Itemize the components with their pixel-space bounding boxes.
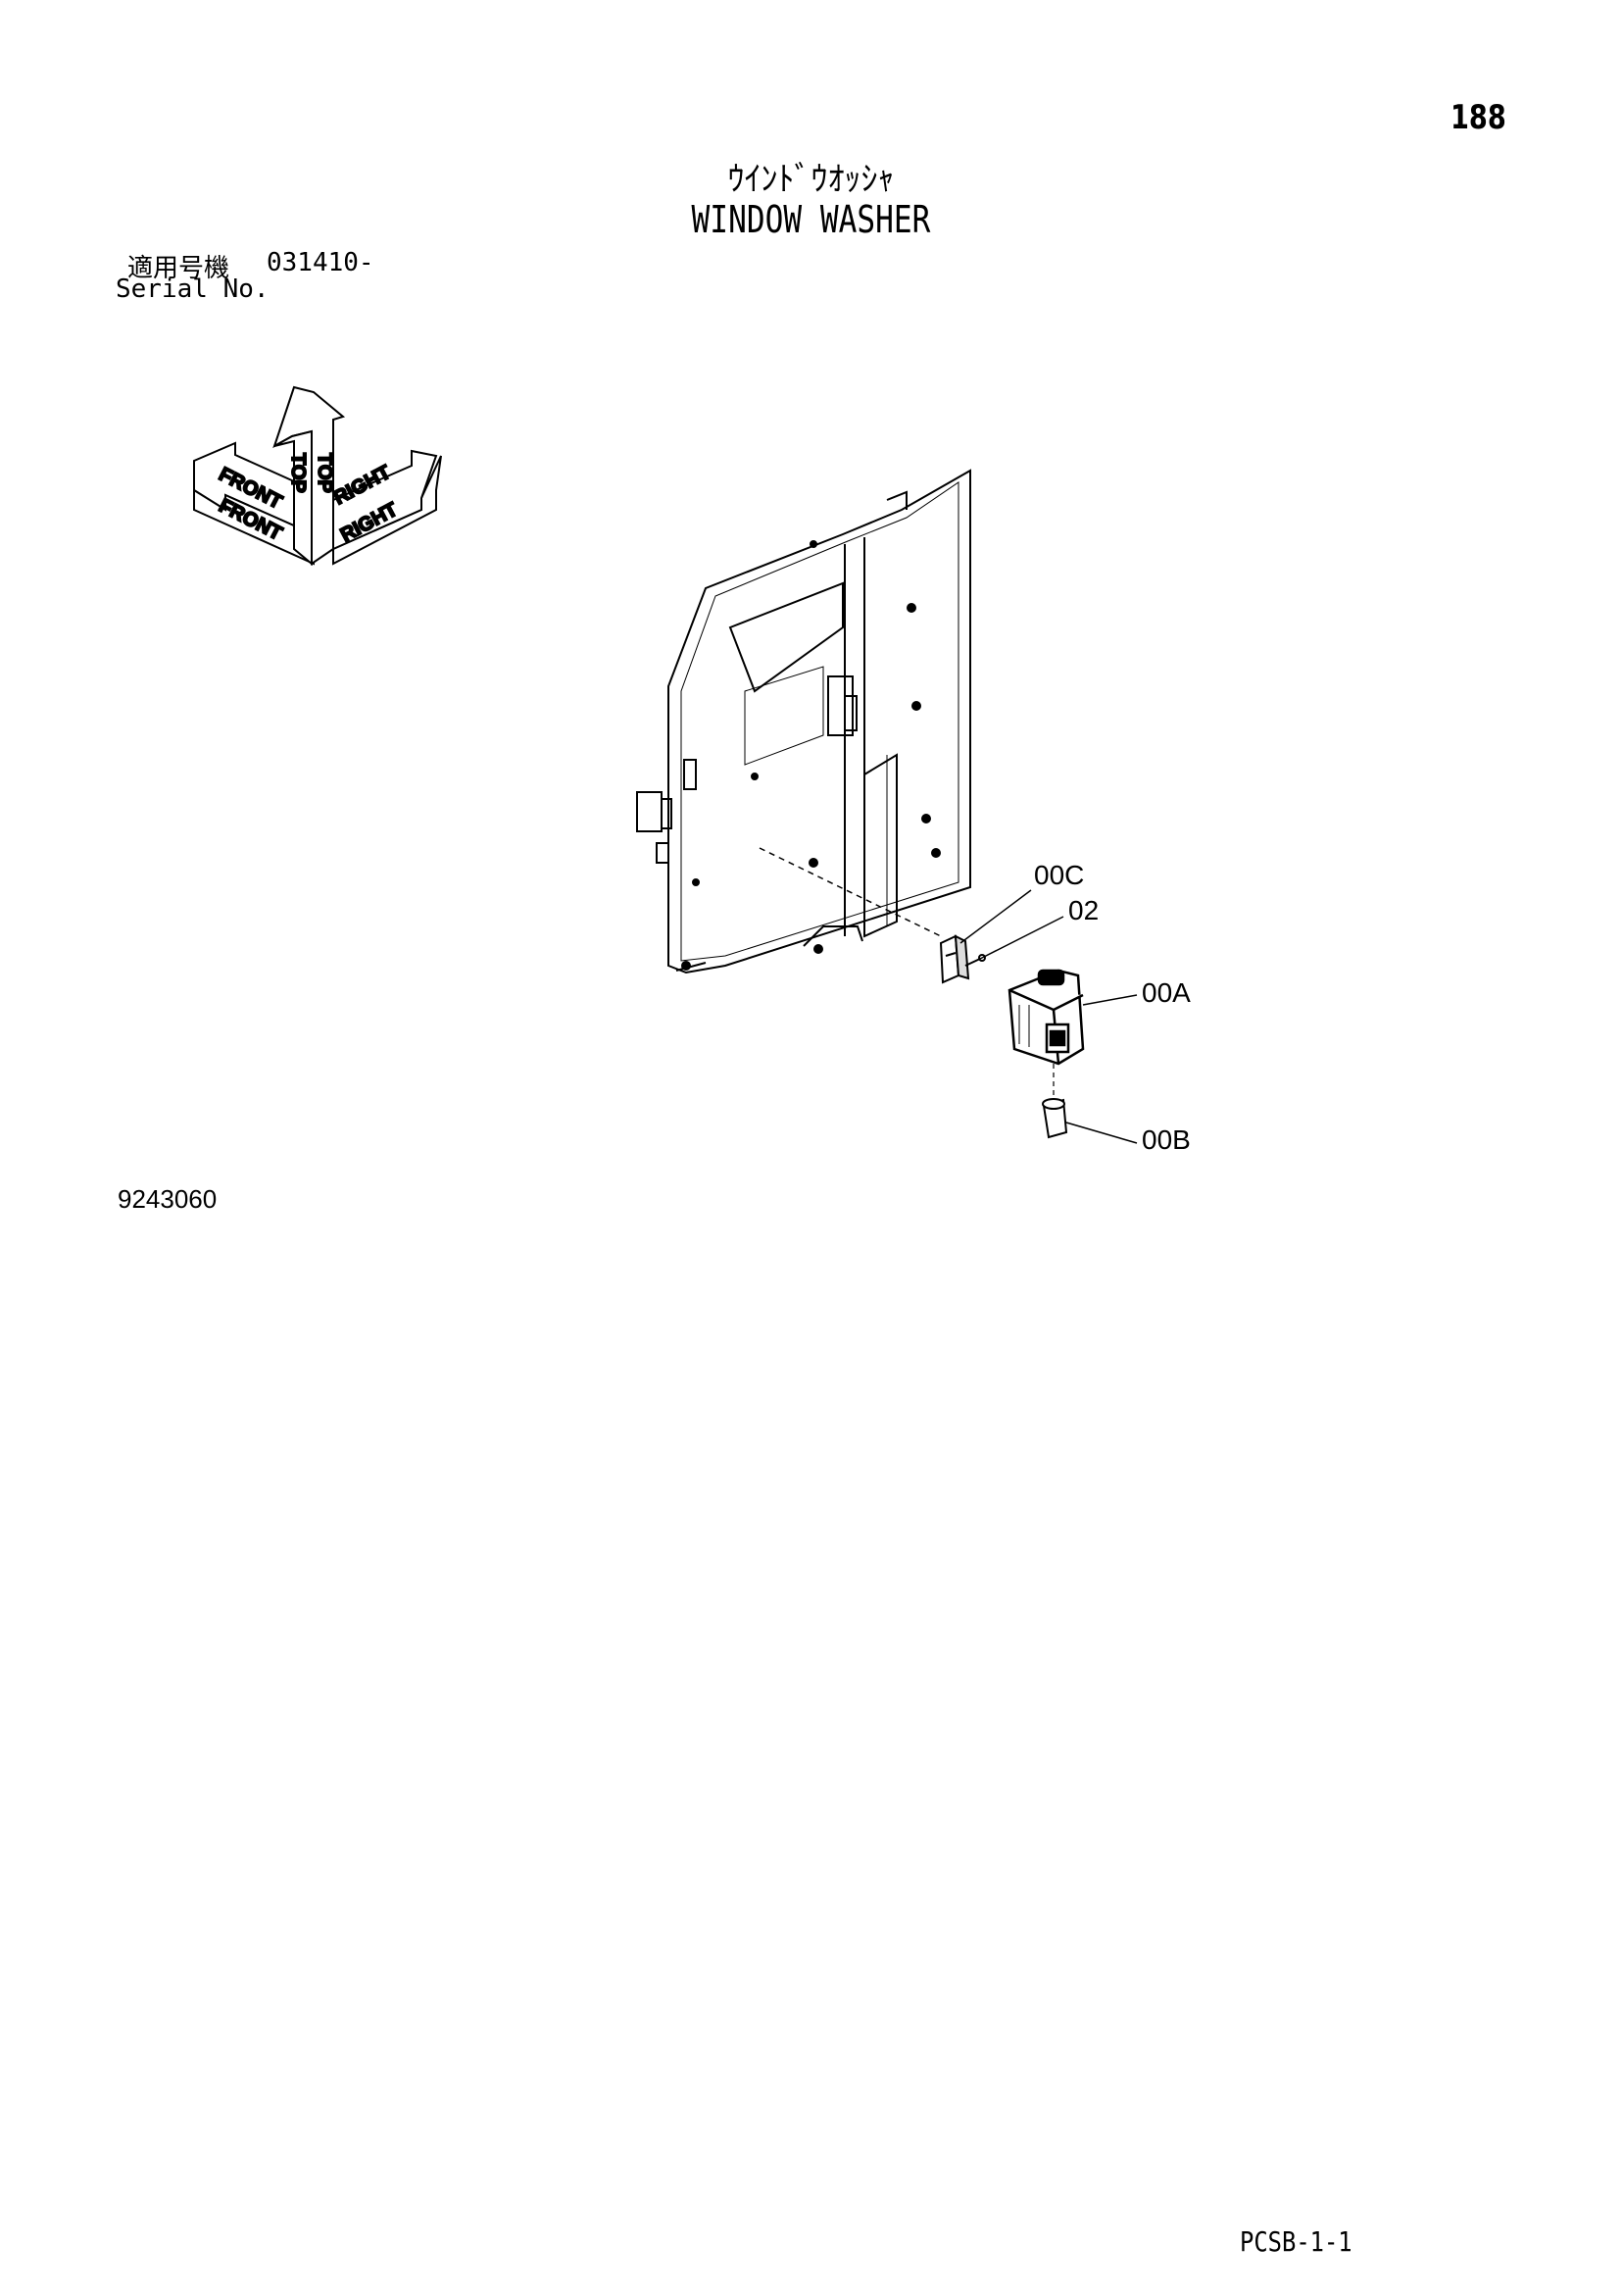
serial-label: Serial No. — [116, 275, 270, 304]
callout-00A: 00A — [1142, 977, 1191, 1008]
callout-leaders — [959, 889, 1138, 1144]
top-label-right: TOP — [314, 453, 335, 493]
pump-00B-drawing — [1042, 1064, 1068, 1139]
washer-tank-00A-drawing — [1008, 969, 1085, 1066]
serial-range: 031410- — [267, 248, 374, 277]
footer-code: PCSB-1-1 — [1240, 2225, 1352, 2258]
bracket-00C-drawing — [939, 934, 970, 984]
cab-panel-drawing — [636, 469, 971, 974]
title-japanese: ｳｲﾝﾄﾞｳｵｯｼｬ — [727, 160, 895, 199]
callout-00C: 00C — [1034, 860, 1084, 890]
serial-label-japanese: 適用号機 — [127, 254, 230, 283]
callout-02: 02 — [1068, 895, 1099, 925]
orientation-indicator: FRONT FRONT TOP TOP RIGHT RIGHT — [193, 385, 442, 567]
page-number: 188 — [1450, 98, 1506, 137]
drawing-number: 9243060 — [118, 1184, 218, 1214]
page-title: WINDOW WASHER — [691, 198, 931, 241]
callout-00B: 00B — [1142, 1124, 1191, 1155]
screw-02-drawing — [964, 954, 986, 967]
top-label: TOP — [287, 453, 309, 493]
